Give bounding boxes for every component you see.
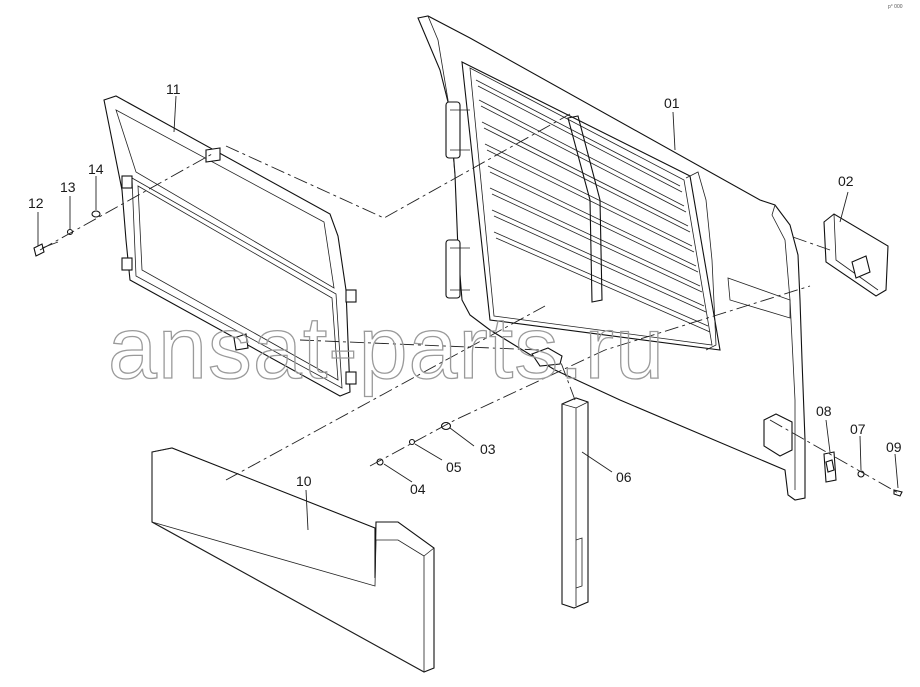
corner-code: p° 000 xyxy=(888,4,903,10)
callout-04: 04 xyxy=(410,481,426,497)
callout-03: 03 xyxy=(480,441,496,457)
callout-labels: 01 02 03 04 05 06 07 08 09 10 11 12 13 1… xyxy=(28,81,902,497)
callout-09: 09 xyxy=(886,439,902,455)
part-14-clip[interactable] xyxy=(91,210,101,218)
callout-14: 14 xyxy=(88,161,104,177)
callout-01: 01 xyxy=(664,95,680,111)
part-11-filter-frame[interactable] xyxy=(103,95,357,397)
hinge-lower xyxy=(445,239,470,299)
part-03-washer[interactable] xyxy=(440,421,452,431)
watermark: ansat-parts.ru xyxy=(108,298,665,397)
callout-02: 02 xyxy=(838,173,854,189)
part-02-bracket[interactable] xyxy=(823,213,889,297)
callout-07: 07 xyxy=(850,421,866,437)
assembly-lines xyxy=(39,113,901,495)
part-10-foam-block[interactable] xyxy=(151,447,435,673)
leader-lines xyxy=(37,95,899,531)
part-01-grille-panel[interactable] xyxy=(417,15,806,501)
callout-06: 06 xyxy=(616,469,632,485)
callout-13: 13 xyxy=(60,179,76,195)
part-06-foam-strip[interactable] xyxy=(561,397,589,609)
hinge-upper xyxy=(445,101,470,159)
callout-12: 12 xyxy=(28,195,44,211)
callout-11: 11 xyxy=(166,81,181,97)
grille-louvers xyxy=(475,79,711,333)
callout-08: 08 xyxy=(816,403,832,419)
callout-10: 10 xyxy=(296,473,312,489)
callout-05: 05 xyxy=(446,459,462,475)
part-08-latch[interactable] xyxy=(823,451,837,483)
